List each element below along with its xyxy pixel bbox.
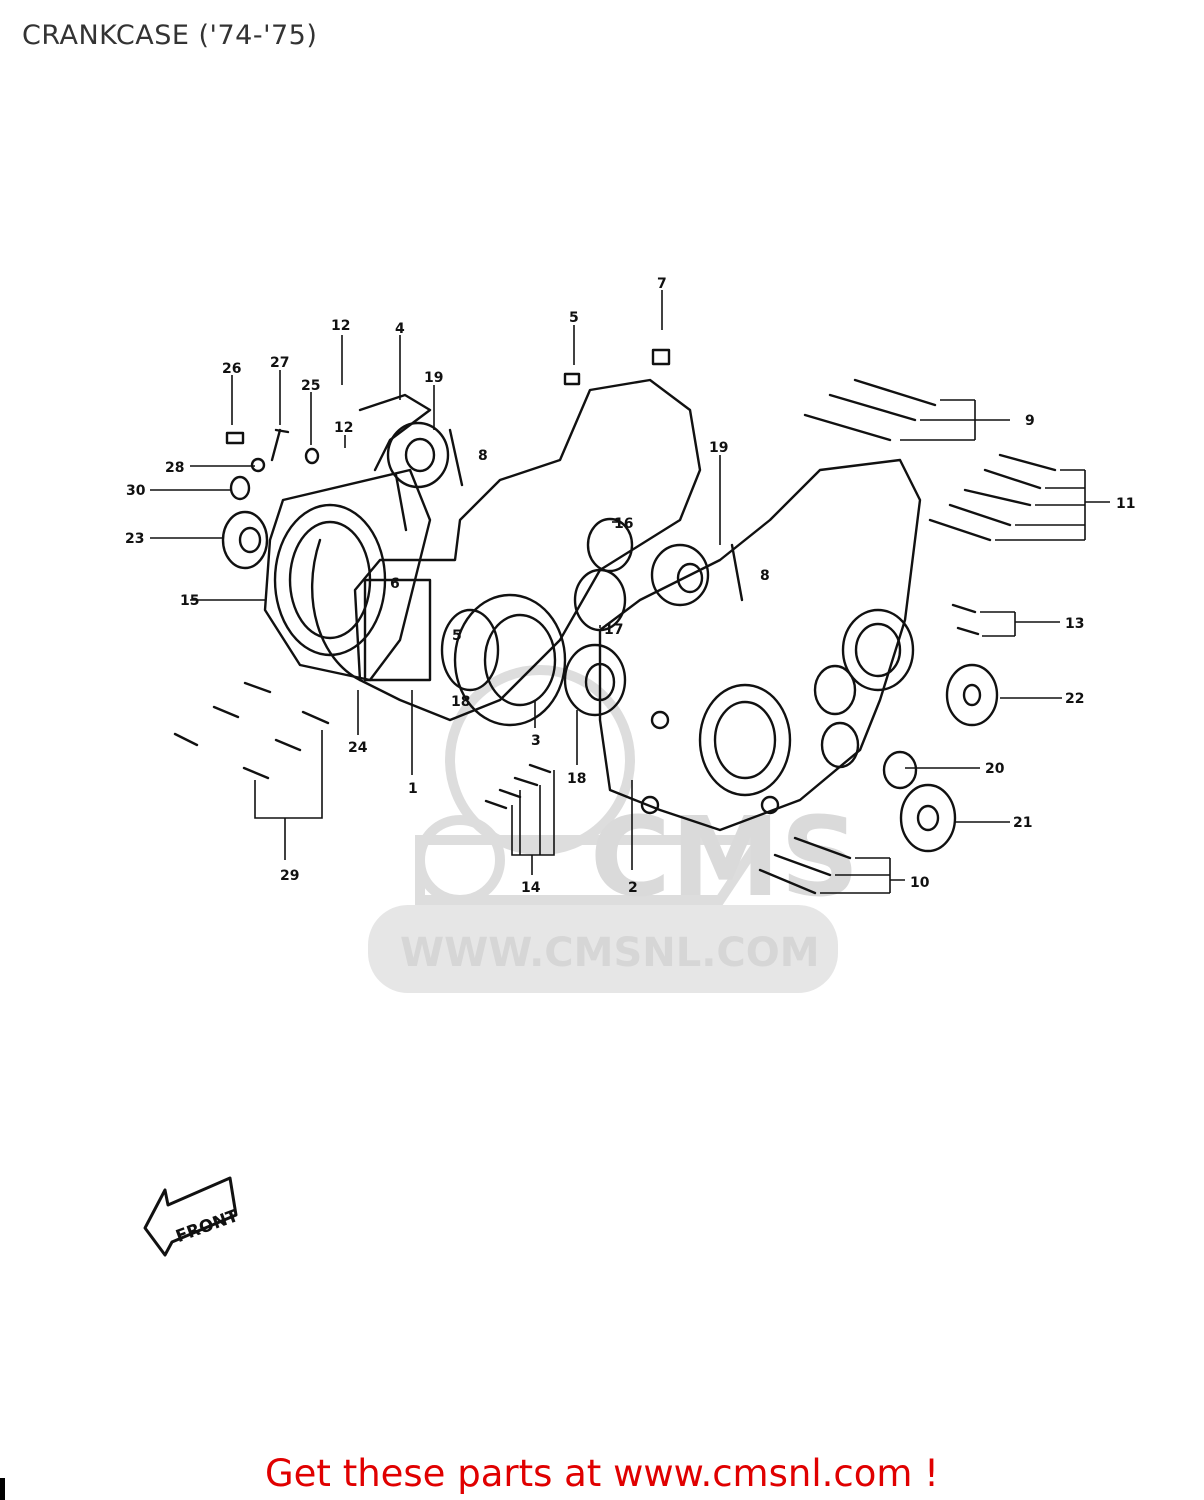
callout-6: 6 — [390, 576, 400, 592]
callout-1: 1 — [408, 781, 418, 797]
watermark-url: WWW.CMSNL.COM — [400, 930, 820, 976]
callout-14: 14 — [521, 880, 541, 896]
callout-8: 8 — [478, 448, 488, 464]
callout-25: 25 — [301, 378, 320, 394]
callout-5: 5 — [569, 310, 579, 326]
callout-21: 21 — [1013, 815, 1032, 831]
callout-12: 12 — [331, 318, 350, 334]
callout-2: 2 — [628, 880, 638, 896]
callout-5b: 5 — [452, 628, 462, 644]
callout-23: 23 — [125, 531, 144, 547]
callout-13: 13 — [1065, 616, 1084, 632]
callout-30: 30 — [126, 483, 146, 499]
callout-28: 28 — [165, 460, 184, 476]
callout-4: 4 — [395, 321, 405, 337]
callout-26: 26 — [222, 361, 241, 377]
corner-mark — [0, 1478, 5, 1500]
callout-22: 22 — [1065, 691, 1084, 707]
callout-29: 29 — [280, 868, 299, 884]
callout-19: 19 — [424, 370, 443, 386]
callout-9: 9 — [1025, 413, 1035, 429]
callout-15: 15 — [180, 593, 199, 609]
callout-18b: 18 — [451, 694, 470, 710]
page-title: CRANKCASE ('74-'75) — [22, 20, 318, 51]
front-arrow-icon: FRONT — [143, 1176, 241, 1257]
callout-27: 27 — [270, 355, 289, 371]
callout-7: 7 — [657, 276, 667, 292]
callout-18: 18 — [567, 771, 586, 787]
callout-19b: 19 — [709, 440, 728, 456]
callout-12b: 12 — [334, 420, 353, 436]
footer-parts-link[interactable]: Get these parts at www.cmsnl.com ! — [264, 1452, 939, 1495]
callout-16: 16 — [614, 516, 633, 532]
callout-3: 3 — [531, 733, 541, 749]
callout-labels: 1 2 3 4 5 5 6 7 8 8 9 10 11 12 12 13 14 … — [125, 276, 1135, 896]
callout-17: 17 — [604, 622, 623, 638]
watermark: CMS WWW.CMSNL.COM — [368, 665, 859, 993]
callout-11: 11 — [1116, 496, 1135, 512]
watermark-brand: CMS — [590, 793, 859, 921]
callout-24: 24 — [348, 740, 368, 756]
callout-20: 20 — [985, 761, 1005, 777]
crankcase-drawing — [173, 348, 1057, 895]
leader-lines — [150, 290, 1110, 894]
callout-10: 10 — [910, 875, 930, 891]
callout-8b: 8 — [760, 568, 770, 584]
